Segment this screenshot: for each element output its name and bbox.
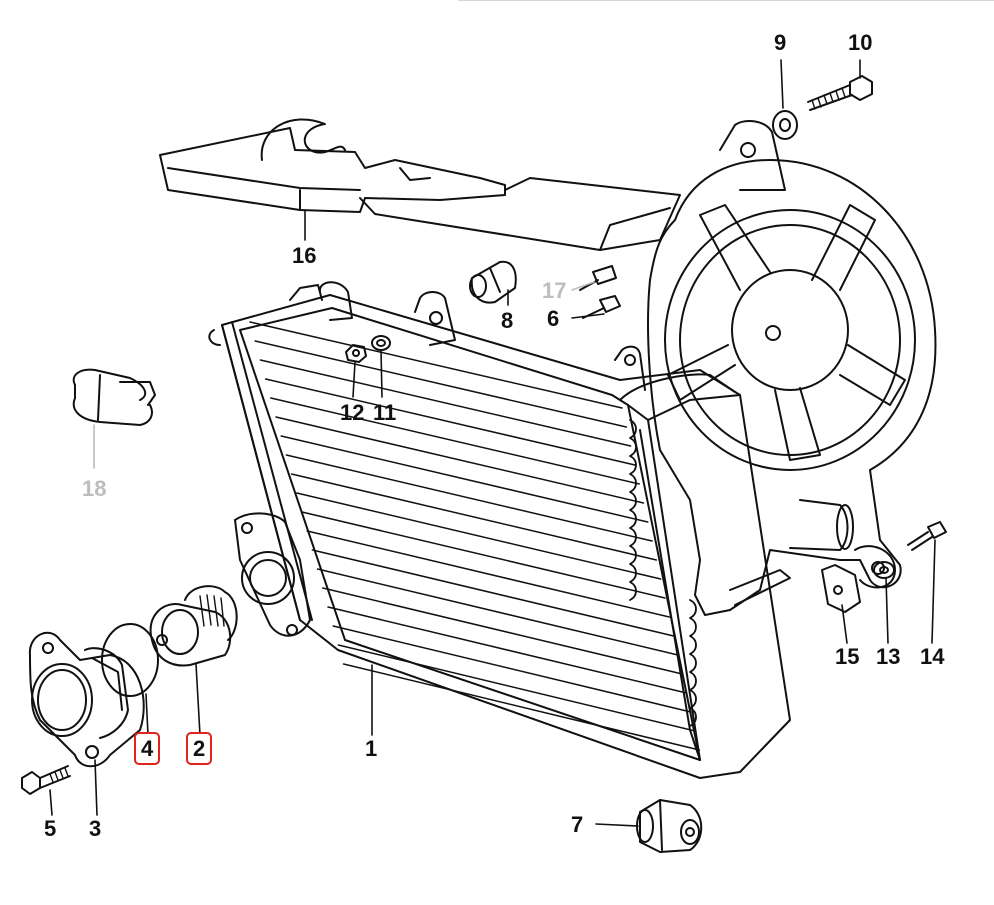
callout-11: 11 <box>373 402 396 424</box>
callout-4-text: 4 <box>141 736 154 761</box>
callout-18-text: 18 <box>82 476 107 501</box>
callout-11-text: 11 <box>373 400 397 425</box>
callout-9: 9 <box>774 32 786 54</box>
callout-7: 7 <box>571 814 583 836</box>
callout-5-text: 5 <box>44 816 57 841</box>
bolt-5-drawing <box>21 765 71 795</box>
callout-7-text: 7 <box>571 812 584 837</box>
fan-shroud-drawing <box>647 119 937 616</box>
callout-10: 10 <box>848 32 872 54</box>
thermostat-drawing <box>149 585 238 667</box>
callout-3-text: 3 <box>89 816 102 841</box>
grommet-13-drawing <box>873 561 895 579</box>
washer-11-drawing <box>371 335 391 351</box>
callout-14: 14 <box>920 646 944 668</box>
radiator-drawing <box>208 281 791 779</box>
washer-nut-9-drawing <box>772 110 798 140</box>
clip-nut-15-drawing <box>821 564 861 613</box>
callout-9-text: 9 <box>774 30 787 55</box>
callout-13: 13 <box>876 646 900 668</box>
thermostat-cover-drawing <box>28 631 145 768</box>
callout-18: 18 <box>82 478 106 500</box>
bolt-long-10-drawing <box>807 75 873 111</box>
callout-2-text: 2 <box>193 736 206 761</box>
hose-clamp-18-drawing <box>72 368 156 426</box>
air-duct-drawing <box>159 118 681 251</box>
callout-5: 5 <box>44 818 56 840</box>
pin-17-drawing <box>579 265 617 291</box>
callout-1: 1 <box>365 738 377 760</box>
callout-16-text: 16 <box>292 243 317 268</box>
callout-10-text: 10 <box>848 30 873 55</box>
rubber-mount-lower-drawing <box>636 799 703 853</box>
callout-3: 3 <box>89 818 101 840</box>
callout-8: 8 <box>501 310 513 332</box>
callout-12-text: 12 <box>340 400 365 425</box>
callout-2[interactable]: 2 <box>186 732 213 765</box>
screw-14-drawing <box>907 521 947 551</box>
callout-14-text: 14 <box>920 644 945 669</box>
callout-4[interactable]: 4 <box>134 732 161 765</box>
callout-15-text: 15 <box>835 644 860 669</box>
rubber-mount-upper-drawing <box>469 260 517 304</box>
callout-8-text: 8 <box>501 308 514 333</box>
callout-12: 12 <box>340 402 364 424</box>
o-ring-drawing <box>101 623 159 697</box>
top-divider-line <box>458 0 994 1</box>
leader-lines <box>49 59 936 827</box>
callout-6: 6 <box>547 308 559 330</box>
callout-1-text: 1 <box>365 736 378 761</box>
callout-6-text: 6 <box>547 306 560 331</box>
callout-15: 15 <box>835 646 859 668</box>
nut-12-drawing <box>345 344 367 363</box>
callout-17: 17 <box>542 280 566 302</box>
callout-16: 16 <box>292 245 316 267</box>
callout-17-text: 17 <box>542 278 567 303</box>
callout-13-text: 13 <box>876 644 901 669</box>
